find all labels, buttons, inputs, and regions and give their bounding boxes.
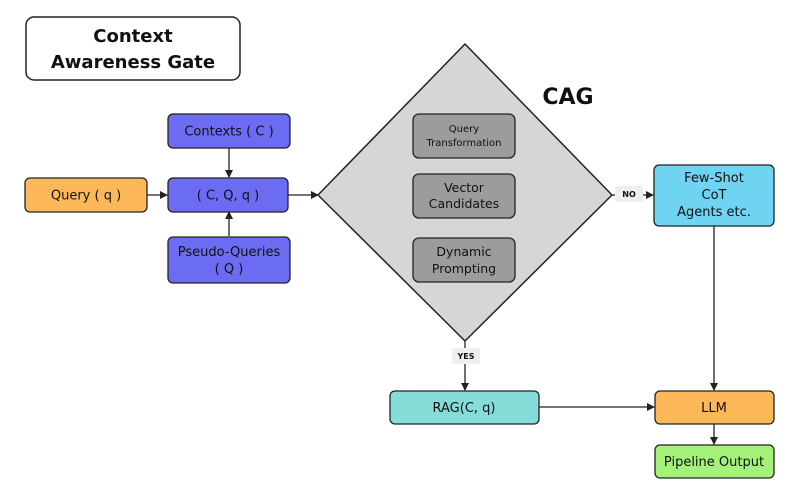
node-rag-label: RAG(C, q) (433, 401, 496, 416)
node-query-label: Query ( q ) (51, 189, 121, 204)
edge-label-yes-text: YES (456, 352, 474, 361)
edge-label-no: NO (615, 186, 643, 202)
node-few-shot: Few-Shot CoT Agents etc. (653, 164, 775, 227)
cag-label: CAG (542, 85, 593, 110)
node-query-transformation-line-2: Transformation (425, 138, 501, 149)
node-contexts: Contexts ( C ) (167, 113, 291, 149)
node-llm: LLM (654, 390, 775, 425)
node-pipeline-output-label: Pipeline Output (664, 455, 764, 470)
node-vector-candidates-line-1: Vector (444, 180, 485, 195)
node-query: Query ( q ) (24, 177, 148, 213)
node-query-transformation-line-1: Query (449, 124, 479, 135)
node-pseudo-queries-line-1: Pseudo-Queries (178, 245, 281, 260)
node-rag: RAG(C, q) (389, 390, 540, 425)
node-query-transformation: Query Transformation (412, 113, 516, 159)
edge-label-yes: YES (452, 348, 480, 364)
node-pseudo-queries-line-2: ( Q ) (215, 262, 244, 277)
node-cqq: ( C, Q, q ) (167, 177, 289, 213)
title-box: Context Awareness Gate (25, 16, 241, 81)
title-line-2: Awareness Gate (51, 52, 215, 73)
node-contexts-label: Contexts ( C ) (184, 125, 273, 140)
node-pseudo-queries: Pseudo-Queries ( Q ) (167, 236, 291, 284)
node-dynamic-prompting: Dynamic Prompting (412, 237, 516, 283)
node-dynamic-prompting-line-1: Dynamic (436, 244, 491, 259)
node-few-shot-line-1: Few-Shot (684, 171, 744, 186)
node-dynamic-prompting-line-2: Prompting (432, 261, 496, 276)
node-pipeline-output: Pipeline Output (654, 444, 775, 479)
title-line-1: Context (93, 26, 173, 47)
node-cqq-label: ( C, Q, q ) (197, 189, 260, 204)
node-few-shot-line-3: Agents etc. (677, 205, 751, 220)
node-vector-candidates: Vector Candidates (412, 173, 516, 219)
edges (147, 148, 718, 445)
node-few-shot-line-2: CoT (702, 188, 727, 203)
node-vector-candidates-line-2: Candidates (429, 196, 499, 211)
node-llm-label: LLM (701, 401, 727, 416)
edge-label-no-text: NO (622, 190, 636, 199)
